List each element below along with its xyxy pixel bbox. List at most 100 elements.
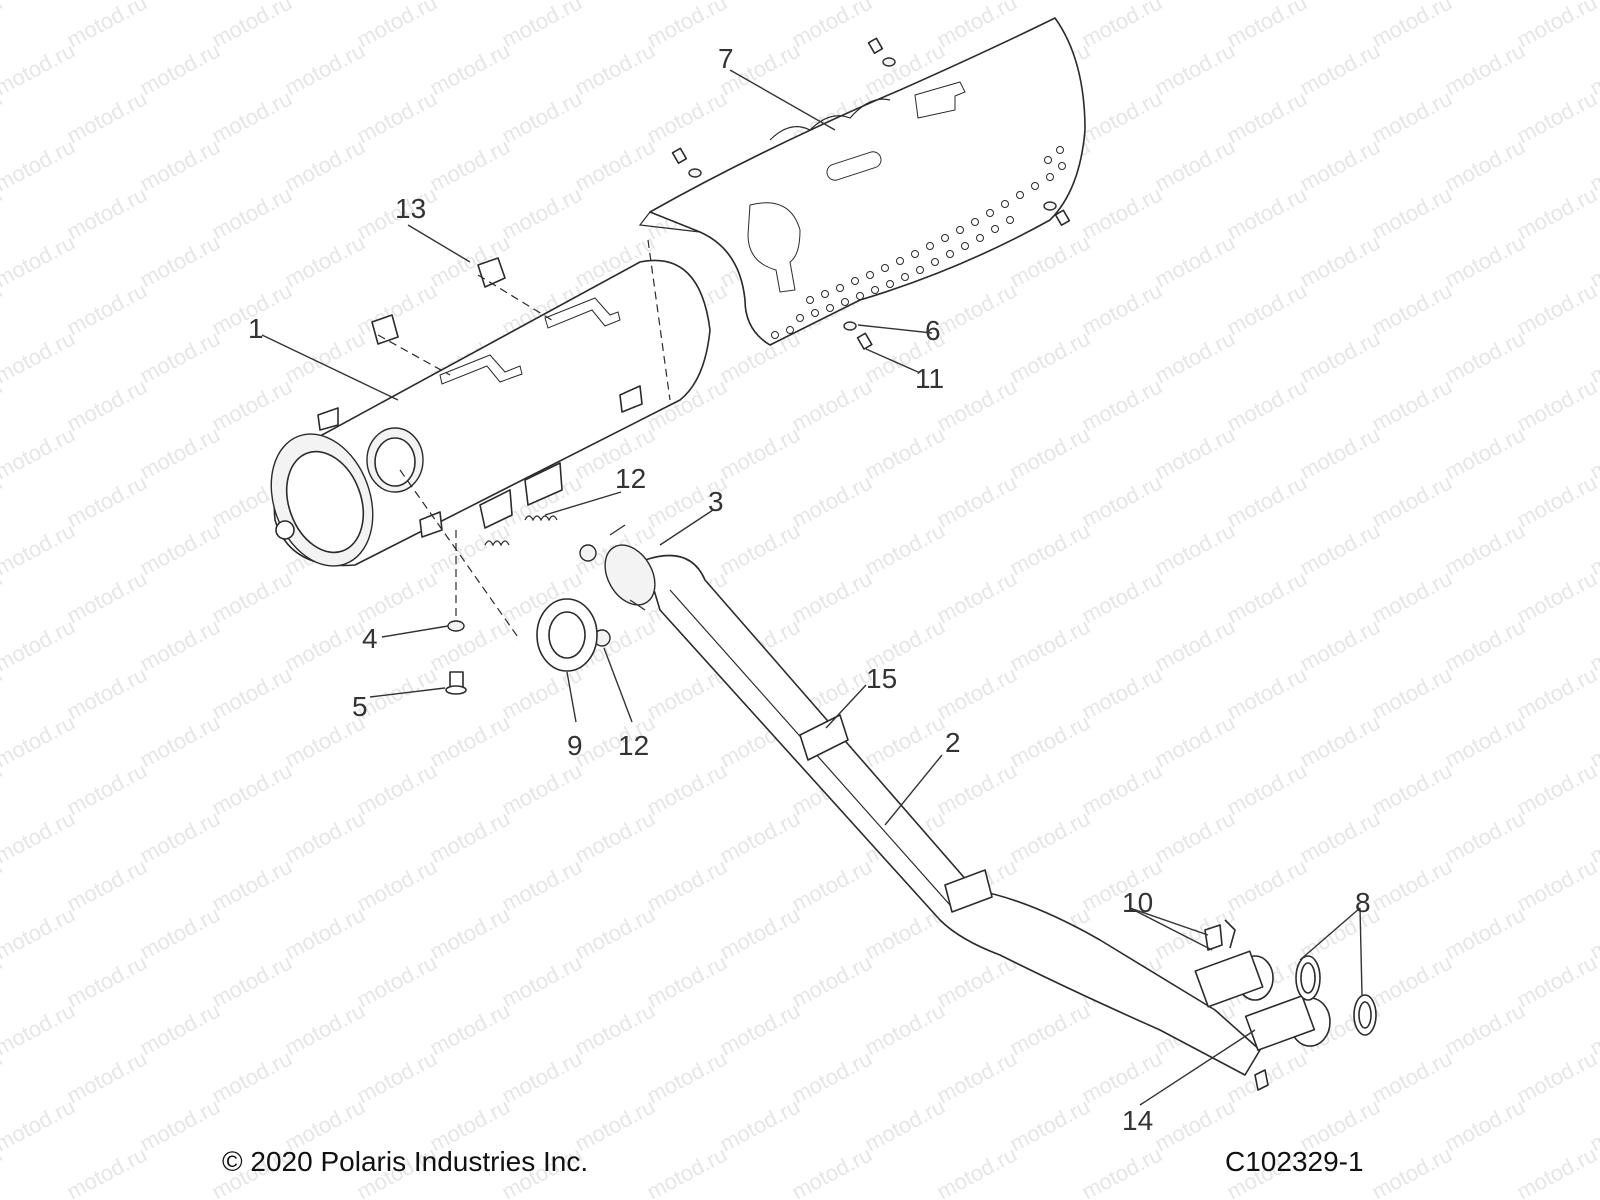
callout-15: 15 [866, 663, 897, 694]
watermark-text: motod.ru [1078, 1142, 1166, 1200]
watermark-text: motod.ru [426, 614, 514, 677]
bolt-11 [856, 332, 873, 350]
watermark-text: motod.ru [63, 662, 151, 725]
watermark-text: motod.ru [208, 86, 296, 149]
watermark-text: motod.ru [1368, 758, 1456, 821]
callout-1: 1 [248, 313, 264, 344]
watermark-text: motod.ru [933, 1046, 1021, 1109]
watermark-text: motod.ru [1513, 1142, 1600, 1200]
watermark-text: motod.ru [426, 38, 514, 101]
watermark-text: motod.ru [1296, 230, 1384, 293]
watermark-text: motod.ru [1078, 566, 1166, 629]
watermark-text: motod.ru [208, 566, 296, 629]
watermark-text: motod.ru [933, 278, 1021, 341]
watermark-text: motod.ru [1151, 134, 1239, 197]
watermark-text: motod.ru [63, 182, 151, 245]
watermark-text: motod.ru [0, 614, 79, 677]
watermark-text: motod.ru [1441, 806, 1529, 869]
watermark-text: motod.ru [1006, 326, 1094, 389]
watermark-text: motod.ru [1368, 854, 1456, 917]
watermark-text: motod.ru [426, 902, 514, 965]
watermark-text: motod.ru [498, 1046, 586, 1109]
callout-2: 2 [945, 727, 961, 758]
callout-9: 9 [567, 730, 583, 761]
watermark-text: motod.ru [136, 518, 224, 581]
watermark-text: motod.ru [63, 374, 151, 437]
callout-6: 6 [925, 315, 941, 346]
watermark-text: motod.ru [136, 134, 224, 197]
watermark-text: motod.ru [0, 518, 79, 581]
watermark-text: motod.ru [353, 950, 441, 1013]
watermark-text: motod.ru [1296, 902, 1384, 965]
watermark-text: motod.ru [1078, 278, 1166, 341]
watermark-text: motod.ru [281, 902, 369, 965]
watermark-text: motod.ru [0, 230, 79, 293]
watermark-text: motod.ru [933, 470, 1021, 533]
watermark-text: motod.ru [0, 1094, 79, 1157]
watermark-text: motod.ru [716, 806, 804, 869]
watermark-text: motod.ru [1296, 614, 1384, 677]
watermark-text: motod.ru [716, 422, 804, 485]
watermark-text: motod.ru [1006, 710, 1094, 773]
watermark-text: motod.ru [1368, 1046, 1456, 1109]
watermark-text: motod.ru [136, 902, 224, 965]
watermark-text: motod.ru [643, 1142, 731, 1200]
watermark-text: motod.ru [1441, 614, 1529, 677]
watermark-text: motod.ru [1513, 1046, 1600, 1109]
watermark-text: motod.ru [788, 0, 876, 52]
watermark-text: motod.ru [1513, 566, 1600, 629]
watermark-text: motod.ru [498, 854, 586, 917]
watermark-text: motod.ru [136, 1094, 224, 1157]
watermark-text: motod.ru [281, 230, 369, 293]
watermark-text: motod.ru [1441, 710, 1529, 773]
watermark-text: motod.ru [1296, 134, 1384, 197]
watermark-text: motod.ru [1151, 326, 1239, 389]
watermark-text: motod.ru [136, 806, 224, 869]
watermark-text: motod.ru [571, 806, 659, 869]
watermark-text: motod.ru [1151, 230, 1239, 293]
callout-7: 7 [718, 43, 734, 74]
callout-8: 8 [1355, 887, 1371, 918]
watermark-text: motod.ru [1078, 758, 1166, 821]
watermark-text: motod.ru [208, 662, 296, 725]
watermark-text: motod.ru [1223, 566, 1311, 629]
watermark-text: motod.ru [136, 422, 224, 485]
watermark-text: motod.ru [0, 806, 79, 869]
watermark-text: motod.ru [788, 950, 876, 1013]
watermark-text: motod.ru [498, 758, 586, 821]
watermark-text: motod.ru [63, 278, 151, 341]
watermark-text: motod.ru [208, 0, 296, 52]
watermark-text: motod.ru [0, 326, 79, 389]
watermark-text: motod.ru [0, 0, 6, 52]
callout-13: 13 [395, 193, 426, 224]
watermark-text: motod.ru [208, 1046, 296, 1109]
watermark-text: motod.ru [1441, 518, 1529, 581]
watermark-text: motod.ru [208, 374, 296, 437]
heat-shield [638, 17, 1086, 346]
watermark-text: motod.ru [63, 758, 151, 821]
watermark-text: motod.ru [281, 134, 369, 197]
leader-lines [261, 69, 1363, 1106]
watermark-text: motod.ru [1441, 1094, 1529, 1157]
watermark-text: motod.ru [1296, 518, 1384, 581]
watermark-text: motod.ru [498, 182, 586, 245]
watermark-text: motod.ru [788, 566, 876, 629]
watermark-text: motod.ru [1223, 854, 1311, 917]
watermark-text: motod.ru [1441, 326, 1529, 389]
callout-14: 14 [1122, 1105, 1153, 1136]
watermark-text: motod.ru [716, 518, 804, 581]
watermark-text: motod.ru [861, 998, 949, 1061]
watermark-text: motod.ru [1151, 902, 1239, 965]
watermark-text: motod.ru [1223, 662, 1311, 725]
watermark-text: motod.ru [1441, 422, 1529, 485]
watermark-text: motod.ru [1078, 662, 1166, 725]
watermark-text: motod.ru [136, 326, 224, 389]
watermark-text: motod.ru [1368, 86, 1456, 149]
callout-10: 10 [1122, 887, 1153, 918]
watermark-text: motod.ru [1368, 1142, 1456, 1200]
watermark-text: motod.ru [1441, 902, 1529, 965]
copyright-notice: © 2020 Polaris Industries Inc. [222, 1146, 589, 1177]
watermark-text: motod.ru [1151, 0, 1239, 4]
watermark-text: motod.ru [498, 86, 586, 149]
